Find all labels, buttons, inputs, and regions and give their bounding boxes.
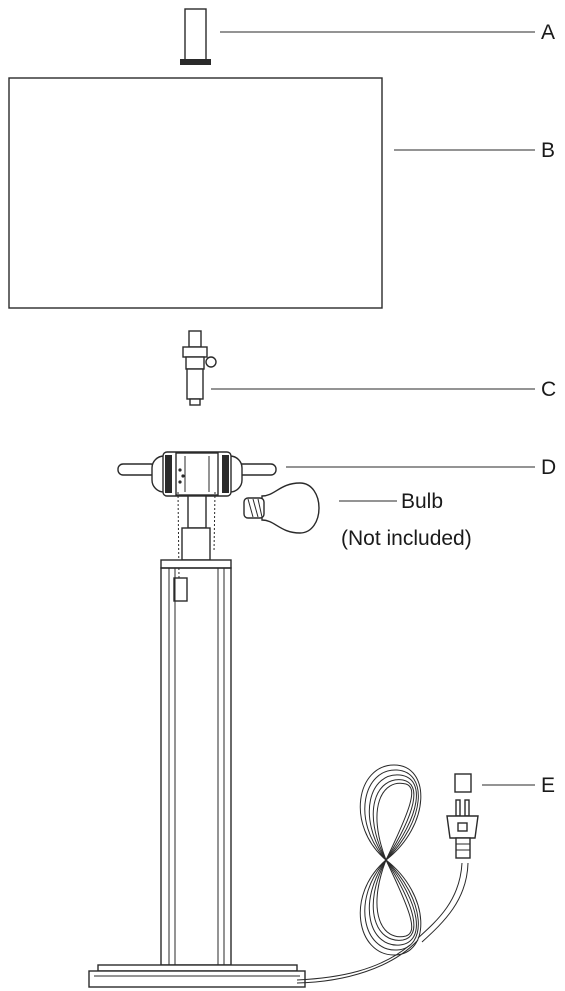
callout-e: E (482, 774, 555, 797)
label-b: B (541, 139, 555, 162)
harp-saddle-icon (182, 330, 217, 406)
label-a: A (541, 21, 555, 44)
callout-a: A (220, 21, 555, 44)
power-cord-icon (296, 764, 469, 984)
lamp-base-icon (88, 559, 306, 988)
label-d: D (541, 456, 556, 479)
lamp-shade-icon (8, 77, 383, 309)
callout-c: C (211, 378, 556, 401)
label-bulb: Bulb (401, 490, 443, 513)
label-c: C (541, 378, 556, 401)
callout-d: D (286, 456, 556, 479)
plug-icon (446, 799, 479, 859)
lamp-socket-icon (117, 451, 277, 602)
label-e: E (541, 774, 555, 797)
light-bulb-icon (243, 482, 320, 534)
label-not-included: (Not included) (341, 527, 472, 550)
callout-b: B (394, 139, 555, 162)
callout-bulb: Bulb (Not included) (339, 490, 472, 550)
plug-cap-icon (454, 773, 472, 793)
finial-icon (180, 8, 211, 65)
